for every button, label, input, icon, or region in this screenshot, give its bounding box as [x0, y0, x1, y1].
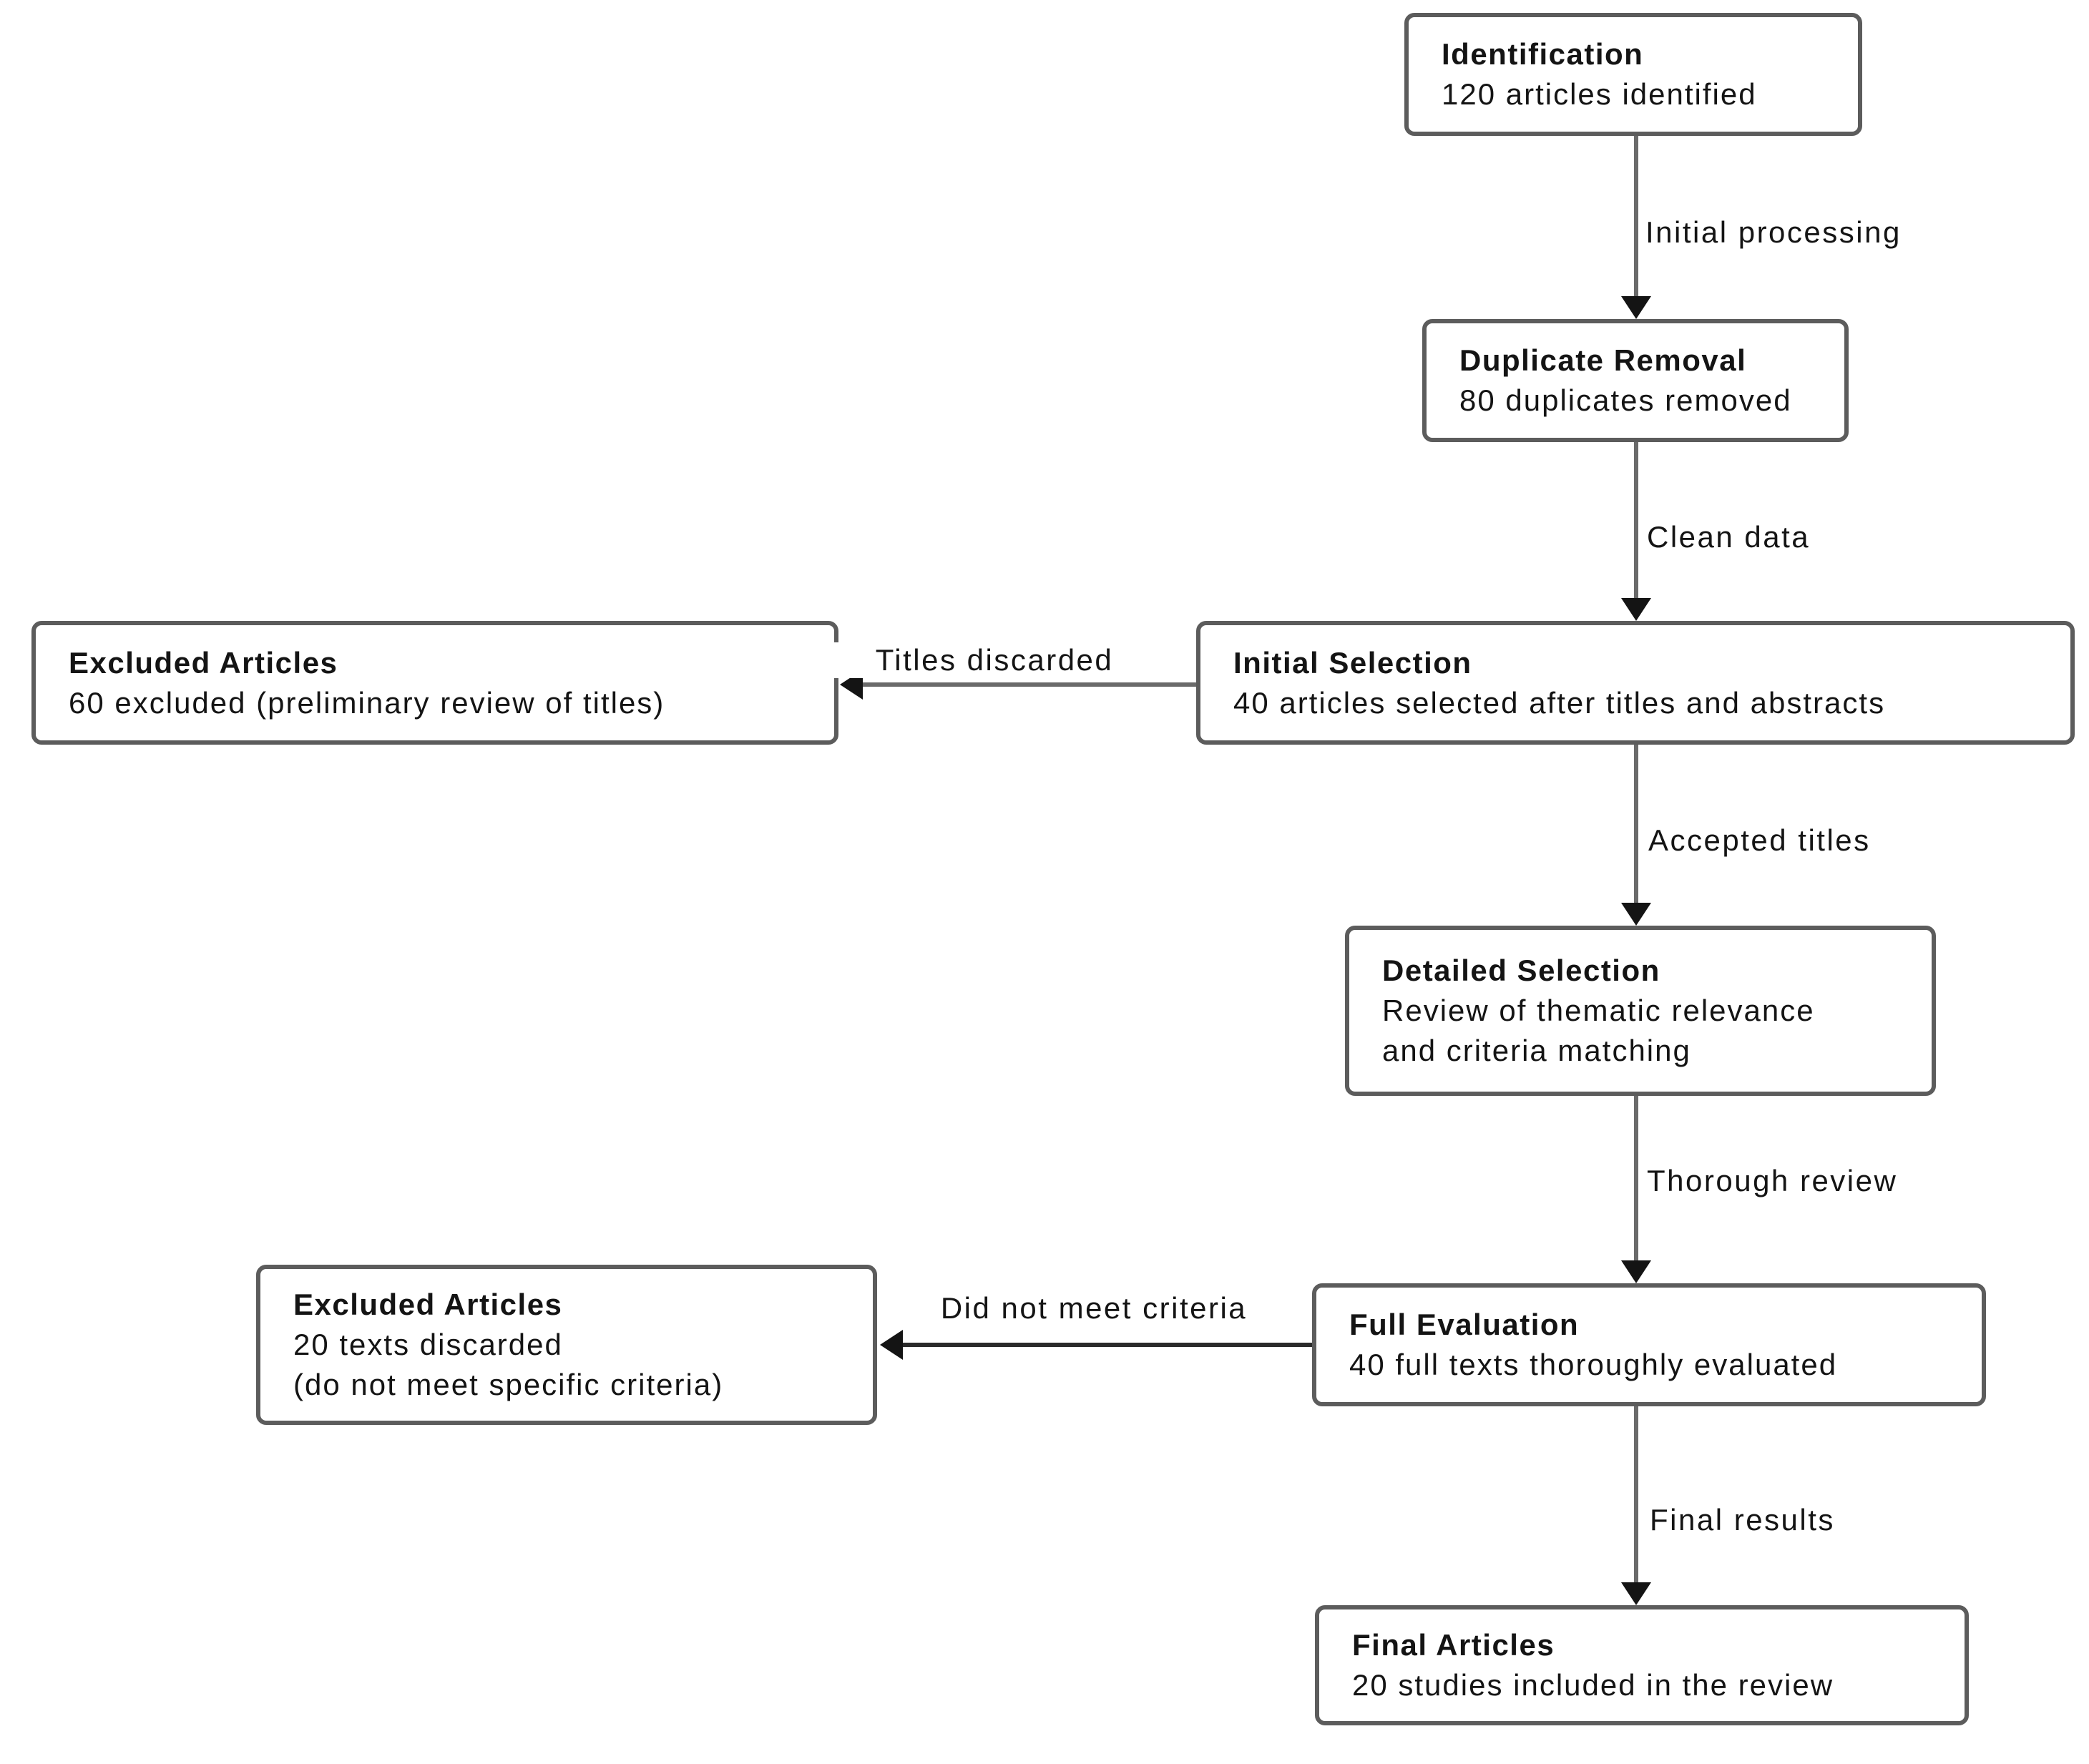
node-title: Detailed Selection	[1382, 954, 1660, 987]
node-body: Review of thematic relevance and criteri…	[1382, 994, 1815, 1067]
node-body: 60 excluded (preliminary review of title…	[69, 685, 665, 720]
node-title: Excluded Articles	[293, 1288, 563, 1321]
edge-label-initial-processing: Initial processing	[1645, 215, 1902, 250]
edge-label-clean-data: Clean data	[1647, 519, 1811, 555]
edge-detailed-selection-to-full-evaluation	[1634, 1096, 1638, 1262]
node-body: 120 articles identified	[1442, 77, 1757, 111]
edge-label-thorough-review: Thorough review	[1647, 1163, 1898, 1199]
node-identification: Identification 120 articles identified	[1404, 13, 1862, 136]
node-title: Initial Selection	[1233, 645, 1472, 680]
arrow-down-icon	[1621, 296, 1651, 319]
edge-initial-selection-to-excluded-titles	[863, 682, 1196, 687]
edge-label-did-not-meet-criteria: Did not meet criteria	[904, 1290, 1283, 1326]
edge-label-final-results: Final results	[1650, 1502, 1835, 1538]
node-body: 40 articles selected after titles and ab…	[1233, 685, 1886, 720]
node-excluded-articles-criteria: Excluded Articles 20 texts discarded (do…	[256, 1265, 877, 1425]
edge-label-accepted-titles: Accepted titles	[1648, 823, 1871, 858]
node-final-articles: Final Articles 20 studies included in th…	[1315, 1605, 1969, 1725]
arrow-down-icon	[1621, 598, 1651, 621]
node-detailed-selection: Detailed Selection Review of thematic re…	[1345, 926, 1936, 1096]
arrow-down-icon	[1621, 1582, 1651, 1605]
node-title: Final Articles	[1352, 1628, 1555, 1662]
arrow-down-icon	[1621, 903, 1651, 926]
edge-label-titles-discarded: Titles discarded	[830, 642, 1159, 678]
arrow-left-icon	[880, 1330, 903, 1360]
node-body: 20 studies included in the review	[1352, 1668, 1834, 1702]
edge-identification-to-duplicate-removal	[1634, 136, 1638, 298]
arrow-down-icon	[1621, 1260, 1651, 1283]
node-initial-selection: Initial Selection 40 articles selected a…	[1196, 621, 2075, 745]
edge-full-evaluation-to-excluded-criteria	[903, 1343, 1312, 1347]
node-duplicate-removal: Duplicate Removal 80 duplicates removed	[1422, 319, 1849, 442]
edge-duplicate-removal-to-initial-selection	[1634, 442, 1638, 599]
node-title: Full Evaluation	[1349, 1308, 1580, 1341]
edge-initial-selection-to-detailed-selection	[1634, 745, 1638, 904]
node-title: Excluded Articles	[69, 645, 338, 680]
node-full-evaluation: Full Evaluation 40 full texts thoroughly…	[1312, 1283, 1986, 1406]
node-title: Duplicate Removal	[1459, 343, 1747, 377]
node-body: 20 texts discarded (do not meet specific…	[293, 1328, 724, 1401]
node-body: 40 full texts thoroughly evaluated	[1349, 1348, 1838, 1381]
node-title: Identification	[1442, 37, 1644, 71]
edge-full-evaluation-to-final-articles	[1634, 1406, 1638, 1584]
node-body: 80 duplicates removed	[1459, 383, 1792, 417]
node-excluded-articles-titles: Excluded Articles 60 excluded (prelimina…	[31, 621, 838, 745]
